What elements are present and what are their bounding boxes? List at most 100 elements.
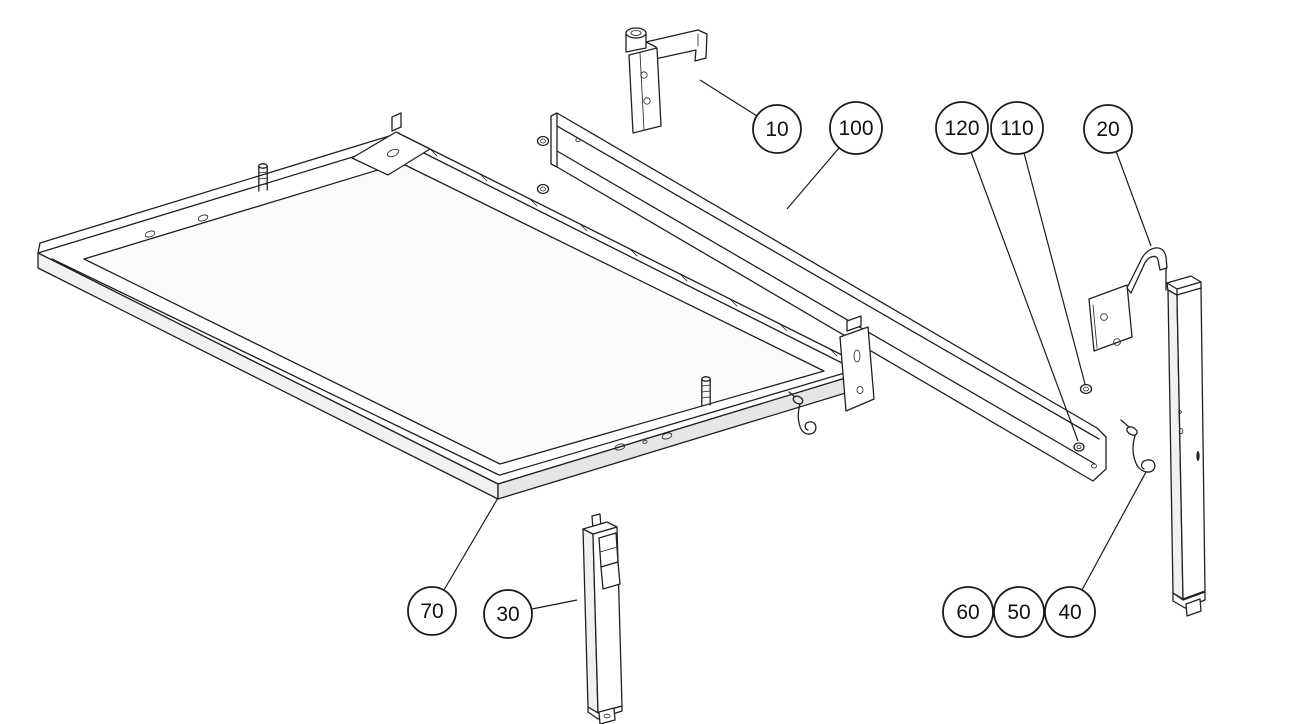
- slot-icon: [853, 349, 861, 363]
- bracket-plate: [628, 47, 662, 134]
- post-front-face: [1176, 287, 1206, 600]
- lanyard-pin: [788, 391, 796, 398]
- slide-bracket-plate: [839, 326, 875, 412]
- post-hole-icon: [1178, 427, 1184, 434]
- callout-number: 120: [944, 117, 979, 140]
- callout-60: 60: [942, 586, 994, 638]
- callout-120: 120: [935, 101, 1079, 442]
- nut-icon: [1079, 383, 1093, 395]
- rail-hole-icon: [1091, 463, 1097, 469]
- callout-leader-line: [970, 151, 1079, 442]
- callout-leader-line: [443, 497, 499, 591]
- post-foot-hole-icon: [603, 713, 611, 719]
- callout-balloon: [407, 586, 457, 636]
- rail-fold-line-bottom: [556, 150, 1096, 465]
- post-bracket-upper: [598, 532, 619, 568]
- callout-110: 110: [990, 101, 1086, 385]
- callout-100: 100: [786, 101, 883, 210]
- callout-number: 70: [420, 600, 443, 623]
- rail-100: [536, 112, 1107, 482]
- callout-40: 40: [1044, 471, 1147, 638]
- callout-20: 20: [1083, 104, 1152, 247]
- right-post: [1166, 275, 1206, 617]
- callout-number: 30: [496, 603, 519, 626]
- stud-threads: [258, 171, 268, 186]
- front-screw: [701, 376, 711, 407]
- washer-hole-icon: [540, 186, 546, 192]
- callout-balloon: [752, 104, 802, 154]
- corner-slot-icon: [386, 148, 400, 158]
- tray-frame: [37, 132, 863, 500]
- callout-leader-line: [786, 147, 840, 210]
- hole-icon: [1113, 338, 1121, 346]
- callout-number: 100: [838, 117, 873, 140]
- rail-hole-icon: [661, 432, 673, 440]
- callout-balloon: [1044, 586, 1096, 638]
- rim-inner-right-line: [499, 371, 849, 476]
- callout-number: 40: [1058, 601, 1081, 624]
- rail-fold-line-top: [556, 125, 1100, 440]
- washer-hole-icon: [540, 138, 546, 144]
- callout-leader-line: [1115, 150, 1152, 247]
- washer-icon: [536, 183, 550, 195]
- screw-center-icon: [1076, 444, 1082, 449]
- lanyard-cable: [797, 403, 817, 435]
- hole-icon: [1100, 313, 1108, 321]
- post-30: [582, 513, 623, 724]
- hook-bracket-bend: [1092, 304, 1098, 349]
- corner-plate: [351, 131, 431, 176]
- bracket-cylinder-top: [625, 27, 647, 39]
- rail-hole-icon: [614, 443, 626, 451]
- post-foot: [598, 707, 616, 724]
- post-top-cap: [1166, 275, 1202, 290]
- stud-head: [258, 163, 268, 169]
- post-foot: [1185, 598, 1202, 617]
- callout-leader-line: [531, 599, 578, 610]
- hole-icon: [643, 97, 651, 105]
- left-lanyard: [788, 391, 817, 435]
- post-top-face: [582, 521, 618, 535]
- lanyard-ring-icon: [792, 395, 804, 405]
- callout-balloon: [993, 586, 1045, 638]
- rail-hole-icon: [642, 440, 648, 444]
- post-bottom-cap: [1172, 591, 1206, 609]
- hook-bracket-plate: [1088, 284, 1133, 352]
- slide-bracket-tab: [846, 315, 862, 332]
- hole-icon: [856, 386, 864, 394]
- callout-30: 30: [483, 589, 578, 639]
- washer-icon: [536, 135, 550, 147]
- callout-balloon: [935, 101, 989, 155]
- channel-hatch-ticks: [429, 148, 838, 357]
- callout-number: 20: [1096, 118, 1119, 141]
- screw-icon: [1073, 442, 1085, 452]
- callout-balloon: [942, 586, 994, 638]
- tray-corner-bracket: [351, 112, 431, 176]
- post-hole-icon: [1178, 410, 1182, 414]
- callout-leader-line: [1023, 152, 1086, 385]
- screw-threads: [701, 384, 711, 399]
- lanyard-cable: [1132, 435, 1156, 473]
- callout-number: 60: [956, 601, 979, 624]
- callout-leader-line: [1081, 471, 1147, 591]
- callout-balloon: [483, 589, 533, 639]
- tray-floor: [83, 162, 825, 465]
- rail-hole-icon: [197, 214, 209, 222]
- bracket-plate-bend: [639, 52, 645, 131]
- slide-bracket: [839, 315, 875, 412]
- rail-hole-icon: [575, 137, 581, 142]
- corner-tab: [391, 112, 402, 132]
- lanyard-pin: [1120, 419, 1130, 428]
- post-slot-icon: [1196, 451, 1200, 461]
- callout-leader-line: [699, 79, 758, 117]
- callout-balloon: [1083, 104, 1133, 154]
- right-lanyard: [1120, 419, 1156, 473]
- bracket-cylinder-hole-icon: [630, 30, 642, 36]
- screw-body: [701, 378, 711, 407]
- bracket-20: [1088, 247, 1168, 352]
- callout-50: 50: [993, 586, 1045, 638]
- rail-left-end: [550, 112, 558, 168]
- callout-balloon: [829, 101, 883, 155]
- callout-10: 10: [699, 79, 802, 154]
